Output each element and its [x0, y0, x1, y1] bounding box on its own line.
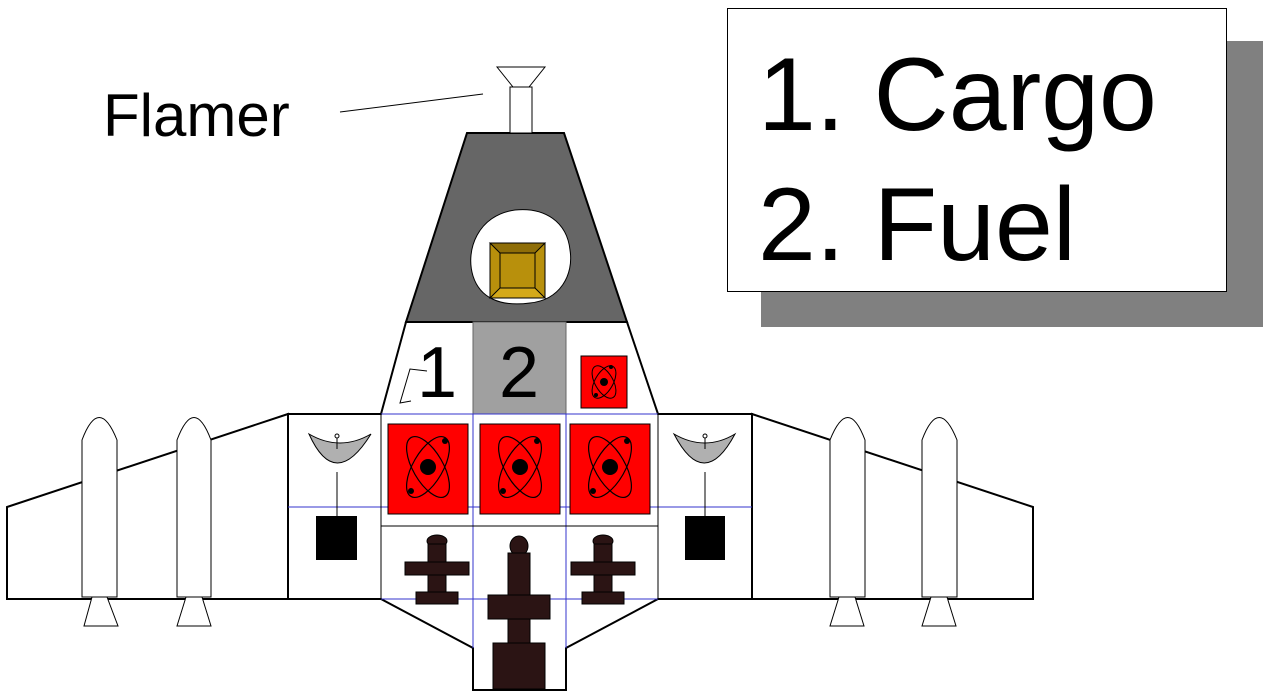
reactor-atom-icon	[569, 423, 651, 515]
legend-item-fuel: 2. Fuel	[758, 167, 1076, 283]
cargo-crate-icon	[488, 242, 547, 299]
turret-icon	[570, 534, 636, 605]
radar-dish-icon	[672, 432, 737, 516]
missile-icon	[81, 417, 119, 627]
legend-box: 1. Cargo 2. Fuel	[727, 8, 1227, 292]
turret-icon	[487, 535, 551, 690]
missile-icon	[829, 417, 866, 627]
left-wing	[6, 412, 289, 600]
reactor-atom-icon	[580, 355, 628, 409]
legend-item-cargo: 1. Cargo	[758, 37, 1157, 153]
black-box-icon	[316, 516, 357, 560]
fuel-slot	[472, 321, 567, 415]
radar-dish-icon	[307, 432, 372, 516]
turret-icon	[404, 534, 470, 605]
missile-icon	[176, 417, 212, 627]
black-box-icon	[685, 516, 725, 560]
flamer-label: Flamer	[103, 82, 290, 149]
slot-2-label: 2	[499, 333, 539, 413]
bay-lines	[380, 414, 659, 599]
reactor-atom-icon	[479, 423, 561, 515]
missile-icon	[921, 417, 958, 627]
reactor-atom-icon	[387, 423, 469, 515]
cargo-bracket-icon	[399, 368, 428, 404]
flamer-leader-line	[339, 93, 484, 113]
right-wing	[751, 412, 1034, 600]
slot-1-label: 1	[417, 333, 457, 413]
flamer-nozzle-icon	[495, 66, 547, 134]
